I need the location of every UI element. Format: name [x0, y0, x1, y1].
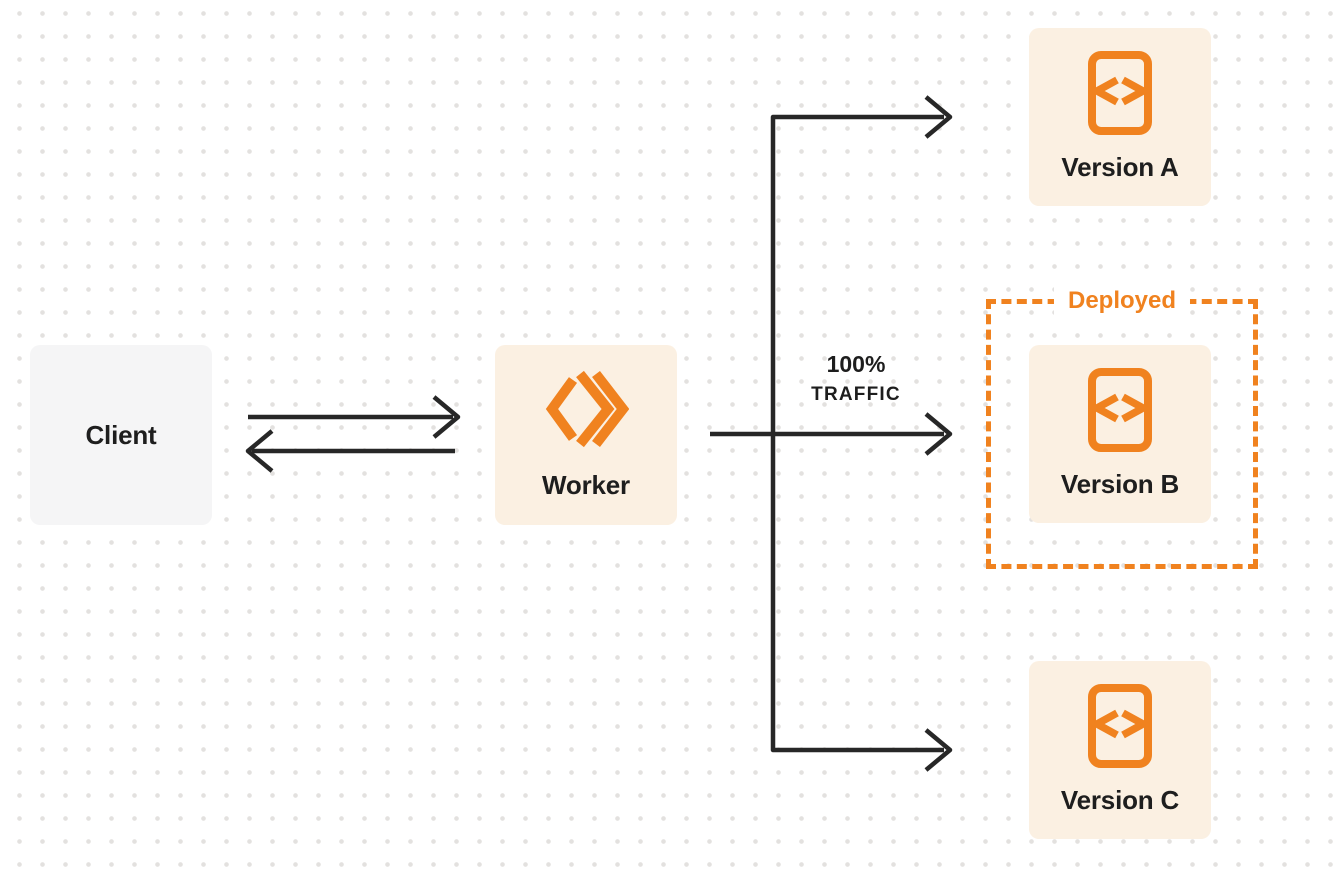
version-a-node: Version A [1029, 28, 1211, 206]
version-c-label: Version C [1060, 785, 1180, 815]
traffic-percent-text: 100% [826, 351, 886, 377]
arrowhead-version-a [924, 95, 953, 139]
version-b-node: Version B [1029, 345, 1211, 523]
arrowhead-version-c [924, 728, 953, 772]
code-document-icon [1088, 368, 1152, 457]
worker-branch-lines [710, 114, 944, 753]
cloudflare-workers-logo-icon [543, 369, 630, 454]
client-node: Client [30, 345, 212, 525]
client-label: Client [85, 419, 157, 450]
code-document-icon [1088, 51, 1152, 140]
deployed-group-outline: Deployed [986, 286, 1258, 569]
worker-to-client-arrow [245, 429, 455, 473]
version-c-node: Version C [1029, 661, 1211, 839]
traffic-annotation: 100% TRAFFIC [773, 351, 939, 405]
version-b-label: Version B [1060, 469, 1180, 499]
version-a-label: Version A [1061, 152, 1179, 182]
client-to-worker-arrow [248, 395, 461, 439]
traffic-word-text: TRAFFIC [811, 384, 901, 405]
worker-label: Worker [542, 470, 630, 500]
arrowhead-version-b [924, 412, 953, 456]
deployed-group-label: Deployed [1053, 286, 1191, 316]
worker-node: Worker [495, 345, 677, 525]
code-document-icon [1088, 684, 1152, 773]
